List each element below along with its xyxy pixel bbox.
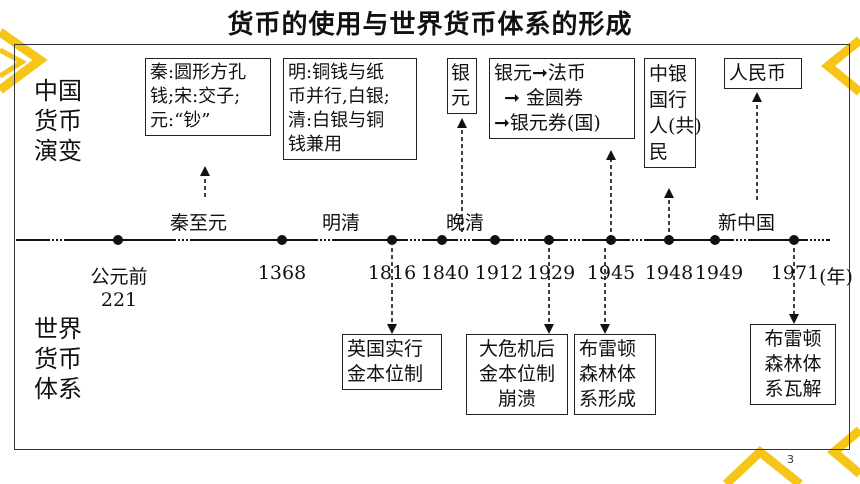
dot-1948 bbox=[664, 235, 674, 245]
box-silver-yuan: 银 元 bbox=[447, 58, 477, 114]
box-line: 人(共) bbox=[649, 115, 702, 137]
label-line: 货币 bbox=[34, 107, 82, 135]
box-line: 银 bbox=[451, 62, 471, 84]
label-line: 体系 bbox=[34, 375, 82, 403]
box-line: 中银 bbox=[649, 63, 688, 85]
box-line: 银元➞法币 bbox=[494, 62, 586, 84]
box-line: 民 bbox=[649, 141, 669, 163]
box-line: 崩溃 bbox=[497, 388, 536, 410]
box-line: 钱兼用 bbox=[288, 134, 342, 155]
year-1929: 1929 bbox=[526, 262, 576, 284]
box-line: 布雷顿 bbox=[764, 328, 822, 350]
era-late-qing: 晚清 bbox=[446, 212, 485, 234]
dot-1929 bbox=[544, 235, 554, 245]
dot-1816 bbox=[387, 235, 397, 245]
year-1912: 1912 bbox=[474, 262, 524, 284]
year-1948: 1948 bbox=[644, 262, 694, 284]
box-peoples-bank: 中银 国行 人(共) 民 bbox=[644, 58, 702, 168]
dot-1945 bbox=[606, 235, 616, 245]
timeline-dots bbox=[113, 235, 799, 245]
connector-arrowheads bbox=[200, 92, 799, 334]
year-1368: 1368 bbox=[257, 262, 307, 284]
china-row-label: 中国 货币 演变 bbox=[34, 76, 82, 166]
box-ming-qing: 明:铜钱与纸 币并行,白银; 清:白银与铜 钱兼用 bbox=[283, 58, 417, 160]
box-line: ➞银元券(国) bbox=[494, 112, 601, 134]
year-text: 221 bbox=[100, 289, 138, 311]
year-1816: 1816 bbox=[367, 262, 417, 284]
box-line: 英国实行 bbox=[347, 338, 424, 360]
box-line: 金本位制 bbox=[347, 363, 424, 385]
label-line: 中国 bbox=[34, 77, 82, 105]
dot-1949 bbox=[710, 235, 720, 245]
page-title: 货币的使用与世界货币体系的形成 bbox=[227, 10, 633, 40]
world-row-label: 世界 货币 体系 bbox=[34, 314, 82, 404]
box-line: 系形成 bbox=[579, 388, 637, 410]
box-bretton-woods-collapsed: 布雷顿 森林体 系瓦解 bbox=[750, 324, 836, 405]
year-1840: 1840 bbox=[420, 262, 470, 284]
box-line: 金本位制 bbox=[478, 363, 555, 385]
dot-1971 bbox=[789, 235, 799, 245]
box-line: 人民币 bbox=[729, 62, 787, 84]
box-line: 国行 bbox=[649, 89, 688, 111]
era-ming-qing: 明清 bbox=[322, 212, 361, 234]
box-renminbi: 人民币 bbox=[724, 58, 802, 89]
box-gold-standard-collapse: 大危机后 金本位制 崩溃 bbox=[466, 334, 568, 415]
era-qin-yuan: 秦至元 bbox=[170, 212, 228, 234]
year-1971: 1971 bbox=[770, 262, 820, 284]
box-line: 清:白银与铜 bbox=[288, 110, 385, 131]
box-bretton-woods-formed: 布雷顿 森林体 系形成 bbox=[574, 334, 656, 415]
box-line: 布雷顿 bbox=[579, 338, 637, 360]
dot-1368 bbox=[277, 235, 287, 245]
year-1945: 1945 bbox=[586, 262, 636, 284]
label-line: 货币 bbox=[34, 345, 82, 373]
box-line: 明:铜钱与纸 bbox=[288, 62, 385, 83]
box-line: 元 bbox=[451, 87, 471, 109]
diagram-frame bbox=[14, 44, 850, 450]
era-new-china: 新中国 bbox=[718, 212, 776, 234]
box-qin-song-yuan: 秦:圆形方孔 钱;宋:交子; 元:“钞” bbox=[145, 58, 271, 136]
box-line: 大危机后 bbox=[478, 338, 555, 360]
dot-221bc bbox=[113, 235, 123, 245]
year-1949: 1949 bbox=[694, 262, 744, 284]
box-line: 元:“钞” bbox=[150, 110, 211, 131]
box-line: 森林体 bbox=[764, 353, 822, 375]
box-line: 币并行,白银; bbox=[288, 86, 390, 107]
page-number: 3 bbox=[787, 453, 794, 466]
box-fabi: 银元➞法币 ➞ 金圆券 ➞银元券(国) bbox=[489, 58, 635, 139]
box-line: 秦:圆形方孔 bbox=[150, 62, 247, 83]
year-text: 公元前 bbox=[90, 266, 148, 288]
dot-1912 bbox=[490, 235, 500, 245]
box-line: 系瓦解 bbox=[764, 378, 822, 400]
box-line: 森林体 bbox=[579, 363, 637, 385]
box-uk-gold-standard: 英国实行 金本位制 bbox=[342, 334, 442, 390]
dot-1840 bbox=[437, 235, 447, 245]
year-unit: (年) bbox=[819, 266, 853, 288]
dashed-connectors bbox=[204, 98, 795, 328]
box-line: ➞ 金圆券 bbox=[504, 87, 583, 109]
box-line: 钱;宋:交子; bbox=[150, 86, 241, 107]
label-line: 世界 bbox=[34, 315, 82, 343]
label-line: 演变 bbox=[34, 137, 82, 165]
year-221bc: 公元前 221 bbox=[84, 262, 154, 311]
